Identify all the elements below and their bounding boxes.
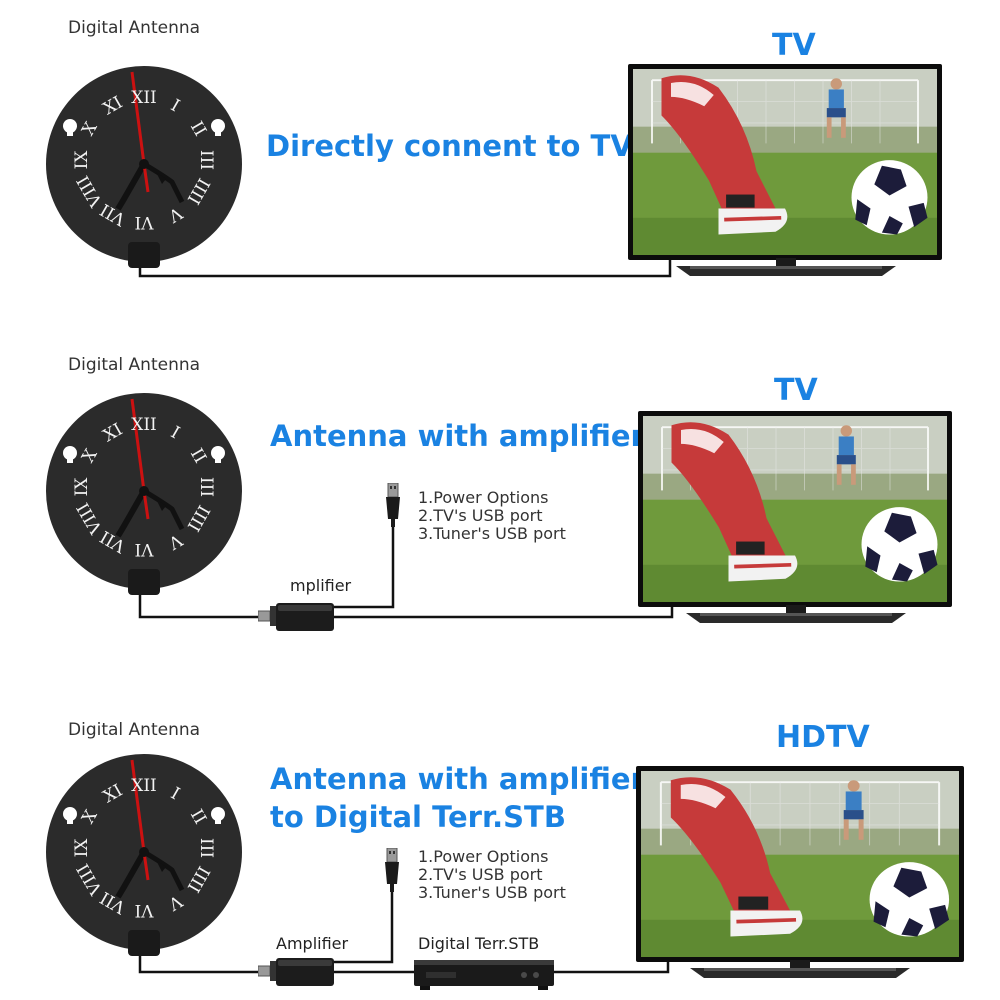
power-option: 3.Tuner's USB port [418,524,566,543]
clock-numeral: IX [72,150,92,170]
panel-direct-connect: Digital Antenna Directly connent to TV T… [0,0,1000,333]
power-option: 2.TV's USB port [418,506,543,525]
amplifier-box-icon [258,602,338,632]
tv-screen [638,411,952,607]
clock-numeral: XII [131,776,157,796]
antenna-cable [138,585,262,619]
tv-label: TV [774,373,818,408]
tv-stand [676,258,896,278]
tv-stand [686,605,906,625]
clock-numeral: IX [72,477,92,497]
headline: Antenna with amplifier to Digital Terr.S… [270,760,645,836]
headline-line: to Digital Terr.STB [270,800,566,834]
usb-plug-icon [382,848,402,892]
headline-line: Directly connent to TV [266,129,633,163]
headline-line: Antenna with amplifier [270,762,645,796]
tv-label: HDTV [776,720,870,755]
power-option: 1.Power Options [418,488,549,507]
power-options-list: 1.Power Options 2.TV's USB port 3.Tuner'… [418,489,566,543]
tv-cable [334,605,674,619]
amplifier-box-icon [258,957,338,987]
usb-plug-icon [383,483,403,527]
headline: Directly connent to TV [266,127,633,165]
panel-amplifier: Digital Antenna Antenna with amplifier 1… [0,345,1000,675]
tv-stand [690,960,910,980]
clock-numeral: VI [134,212,154,232]
antenna-label: Digital Antenna [68,18,201,38]
usb-cable [334,525,395,609]
clock-numeral: VI [134,900,154,920]
headline-line: Antenna with amplifier [270,419,645,453]
power-option: 3.Tuner's USB port [418,883,566,902]
tv-cable [548,960,670,974]
amplifier-label: mplifier [290,576,352,595]
stb-label: Digital Terr.STB [418,934,540,953]
clock-numeral: III [196,837,216,859]
headline: Antenna with amplifier [270,417,645,455]
usb-cable [334,888,394,964]
clock-numeral: IX [72,838,92,858]
football-scene-image [641,771,959,957]
clock-numeral: XII [131,88,157,108]
tv-screen [636,766,964,962]
clock-numeral: XII [131,415,157,435]
amplifier-label: Amplifier [276,934,349,953]
football-scene-image [633,69,937,255]
power-option: 1.Power Options [418,847,549,866]
football-scene-image [643,416,947,602]
set-top-box-icon [414,956,554,990]
power-options-list: 1.Power Options 2.TV's USB port 3.Tuner'… [418,848,566,902]
antenna-label: Digital Antenna [68,720,201,740]
tv-screen [628,64,942,260]
clock-numeral: VI [134,539,154,559]
tv-label: TV [772,28,816,63]
cables [138,525,674,619]
clock-numeral: III [196,476,216,498]
clock-numeral: III [196,149,216,171]
panel-amplifier-stb: Digital Antenna Antenna with amplifier t… [0,710,1000,1000]
antenna-label: Digital Antenna [68,355,201,375]
power-option: 2.TV's USB port [418,865,543,884]
